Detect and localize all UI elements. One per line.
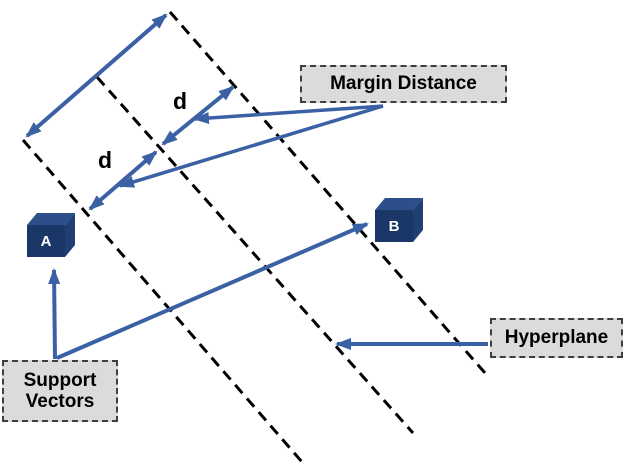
margin-distance-pointer-lower — [118, 104, 384, 188]
cube-a-top-face — [27, 213, 75, 225]
hyperplane-box-label: Hyperplane — [504, 327, 609, 349]
hyperplane-line — [95, 76, 415, 434]
support-vectors-box: Support Vectors — [2, 360, 118, 422]
margin-width-arrow — [25, 13, 168, 138]
cube-a-front-face — [27, 225, 65, 257]
margin-distance-box: Margin Distance — [300, 65, 507, 103]
cube-b-label: B — [389, 218, 400, 235]
d-label-upper: d — [173, 88, 187, 114]
cube-a-side-face — [65, 213, 75, 257]
margin-distance-pointer-upper — [193, 104, 384, 125]
d-label-lower: d — [98, 147, 112, 173]
cube-a: A — [27, 213, 75, 257]
support-vector-pointer-a — [48, 268, 61, 360]
support-vectors-box-label-line1: Support — [23, 369, 97, 391]
cube-a-label: A — [41, 233, 52, 250]
margin-distance-box-label: Margin Distance — [330, 73, 477, 95]
cube-b-top-face — [375, 198, 423, 210]
hyperplane-box: Hyperplane — [490, 318, 623, 358]
cube-b-front-face — [375, 210, 413, 242]
margin-boundary-line-right — [168, 11, 487, 374]
support-vector-pointer-b — [56, 222, 369, 360]
support-vectors-box-label-line2: Vectors — [25, 391, 95, 412]
cube-b-side-face — [413, 198, 423, 242]
cube-b: B — [375, 198, 423, 242]
